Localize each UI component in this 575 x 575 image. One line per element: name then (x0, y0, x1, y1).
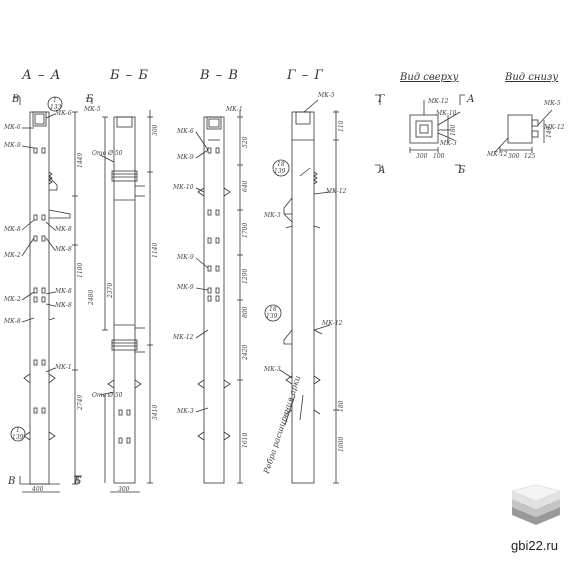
callout-g-top-num: 18 (277, 161, 285, 168)
mark-v-bottom: В (8, 476, 16, 487)
logo-icon (511, 484, 561, 525)
label-hole-b1: Отв Ø 50 (92, 150, 123, 157)
dim-b-3410: 3410 (152, 404, 159, 420)
mark-a-bottom-left: А (378, 165, 386, 176)
view-top (375, 94, 465, 172)
section-title-v-v: В – В (200, 68, 239, 83)
label-part-mk9-v: МК-9 (177, 154, 194, 161)
callout-a-bottom-sheet: 139 (12, 434, 24, 441)
label-part-mk2-a2: МК-2 (4, 296, 21, 303)
callout-a-top-sheet: 133 (50, 104, 62, 111)
label-part-mk12-top: МК-12 (428, 98, 449, 105)
callout-g-mid-num: 18 (269, 306, 277, 313)
mark-b-bottom: Б (74, 476, 82, 487)
label-part-mk8-a2: МК-8 (55, 226, 72, 233)
label-part-mk1-v: МК-1 (226, 106, 243, 113)
label-part-mk12-bottom2: МК-12 (487, 151, 508, 158)
label-part-mk8-a3: МК-8 (55, 246, 72, 253)
dim-v-640: 640 (242, 180, 249, 192)
dim-top-180: 180 (450, 124, 457, 136)
label-part-mk6-a2: МК-6 (55, 110, 72, 117)
site-url: gbi22.ru (511, 538, 558, 553)
mark-b-top: Б (86, 94, 94, 105)
callout-g-mid-sheet: 139 (266, 313, 278, 320)
label-part-mk3-g: МК-3 (264, 212, 281, 219)
callout-a-bottom-num: 1 (16, 427, 20, 434)
section-title-g-g: Г – Г (287, 68, 324, 83)
label-part-mk3-v: МК-3 (177, 408, 194, 415)
label-part-mk8-a: МК-8 (4, 226, 21, 233)
dim-bottom-140: 140 (546, 126, 553, 138)
label-part-mk1-a: МК-1 (55, 364, 72, 371)
dim-v-2420: 2420 (242, 344, 249, 360)
label-part-mk6-a: МК-6 (4, 124, 21, 131)
column-b-b (74, 97, 153, 493)
section-title-a-a: А – А (22, 68, 62, 83)
dim-b-2370: 2370 (107, 282, 114, 298)
dim-v-1290: 1290 (242, 268, 249, 284)
column-v-v (195, 110, 243, 484)
label-part-mk3-top: МК-3 (440, 140, 457, 147)
view-top-title: Вид сверху (400, 72, 459, 83)
dim-b-300-h: 300 (118, 486, 130, 493)
label-part-mk9-v2: МК-9 (177, 254, 194, 261)
callout-a-top-num: 1 (53, 97, 57, 104)
dim-g-110: 110 (338, 120, 345, 132)
label-part-mk12-bottom: МК-12 (544, 124, 565, 131)
label-part-mk12-v: МК-12 (173, 334, 194, 341)
label-hole-b2: Отв Ø 50 (92, 392, 123, 399)
label-part-mk8-a6: МК-8 (55, 302, 72, 309)
dim-a-1100: 1100 (77, 262, 84, 278)
callout-g-top-sheet: 139 (274, 168, 286, 175)
view-bottom-title: Вид снизу (505, 72, 559, 83)
section-title-b-b: Б – Б (110, 68, 149, 83)
label-part-mk5-bottom: МК-5 (544, 100, 561, 107)
label-part-mk5-g: МК-5 (318, 92, 335, 99)
dim-v-800: 800 (242, 306, 249, 318)
label-part-mk3-g2: МК-3 (264, 366, 281, 373)
dim-b-300: 300 (152, 124, 159, 136)
column-a-a (10, 96, 78, 493)
dim-a-2749: 2749 (77, 394, 84, 410)
label-part-mk10-top: МК-10 (436, 110, 457, 117)
dim-bottom-300: 300 (508, 153, 520, 160)
view-bottom (494, 109, 553, 153)
label-part-mk9-a: МК-9 (4, 142, 21, 149)
label-part-mk12-g2: МК-12 (322, 320, 343, 327)
label-part-mk10-v: МК-10 (173, 184, 194, 191)
dim-a-2480: 2480 (88, 289, 95, 305)
label-part-mk12-g: МК-12 (326, 188, 347, 195)
label-part-mk9-v3: МК-9 (177, 284, 194, 291)
dim-a-1449: 1449 (77, 152, 84, 168)
dim-b-1140: 1140 (152, 242, 159, 258)
column-g-g (264, 99, 339, 484)
dim-top-100: 100 (433, 153, 445, 160)
dim-bottom-125: 125 (524, 153, 536, 160)
mark-b-bottom-right: Б (458, 165, 466, 176)
label-part-mk5-b: МК-5 (84, 106, 101, 113)
mark-a-top: А (467, 94, 475, 105)
label-part-mk8-a5: МК-8 (4, 318, 21, 325)
mark-g-top: Г (378, 94, 385, 105)
label-part-mk8-a4: МК-8 (55, 288, 72, 295)
label-part-mk2-a: МК-2 (4, 252, 21, 259)
dim-g-180: 180 (338, 400, 345, 412)
dim-g-1000: 1000 (338, 436, 345, 452)
mark-v-top: В (12, 94, 20, 105)
label-part-mk6-v: МК-6 (177, 128, 194, 135)
dim-a-400: 400 (32, 486, 44, 493)
dim-v-1700: 1700 (242, 222, 249, 238)
dim-top-300: 300 (416, 153, 428, 160)
dim-v-520: 520 (242, 136, 249, 148)
dim-v-1610: 1610 (242, 432, 249, 448)
